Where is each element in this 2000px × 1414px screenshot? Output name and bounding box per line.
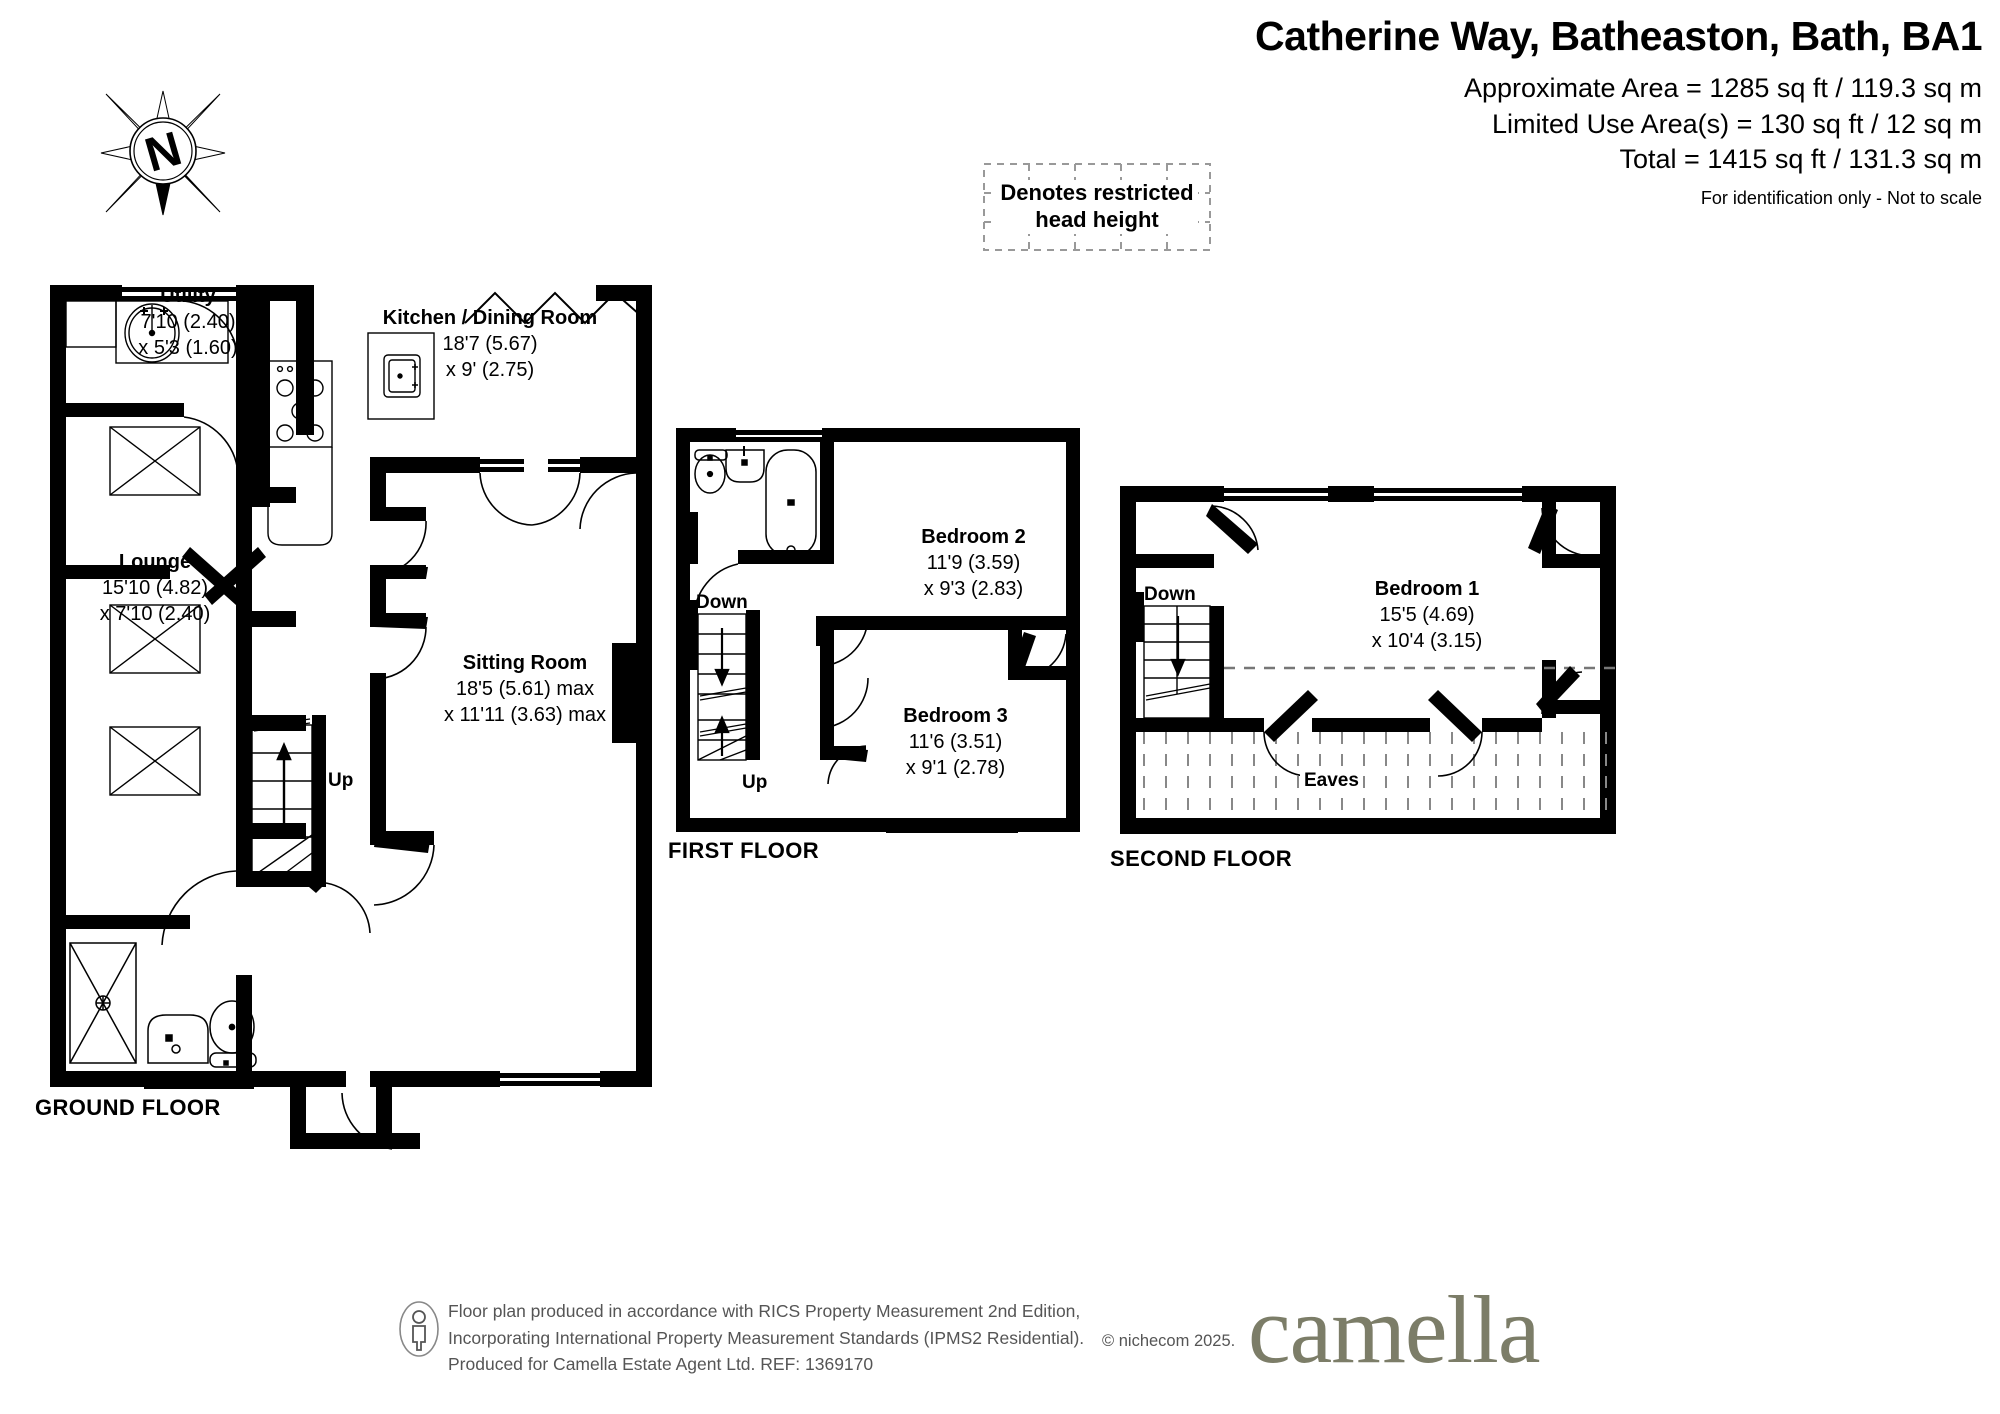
legend-line-2: head height xyxy=(1035,207,1159,232)
person-measure-icon xyxy=(399,1301,439,1357)
stair-tag-up-ground: Up xyxy=(328,770,354,791)
camella-logo: camella xyxy=(1248,1276,1540,1383)
lounge-dim-2: x 7'10 (2.40) xyxy=(99,603,211,625)
second-floor-plan: Bedroom 1 15'5 (4.69) x 10'4 (3.15) Eave… xyxy=(1110,478,1632,878)
bedroom-3-dim-1: 11'6 (3.51) xyxy=(908,731,1003,753)
approximate-area: Approximate Area = 1285 sq ft / 119.3 sq… xyxy=(1463,73,1982,104)
restricted-head-height-legend: Denotes restricted head height xyxy=(983,163,1211,251)
footer-block: Floor plan produced in accordance with R… xyxy=(0,1274,2000,1404)
room-label-sitting-room: Sitting Room 18'5 (5.61) max x 11'11 (3.… xyxy=(410,650,640,728)
bedroom-1-dim-2: x 10'4 (3.15) xyxy=(1371,630,1483,652)
lounge-dim-1: 15'10 (4.82) xyxy=(101,577,209,599)
scale-notice: For identification only - Not to scale xyxy=(1700,187,1982,208)
stair-tag-up-first: Up xyxy=(742,772,768,793)
north-compass-icon: N xyxy=(98,88,228,218)
sitting-room-name: Sitting Room xyxy=(462,652,588,674)
lounge-name: Lounge xyxy=(118,551,192,573)
disclaimer-line-3: Produced for Camella Estate Agent Ltd. R… xyxy=(448,1354,874,1375)
eaves-label: Eaves xyxy=(1300,770,1363,792)
disclaimer-text: Floor plan produced in accordance with R… xyxy=(448,1298,1084,1378)
legend-label: Denotes restricted head height xyxy=(996,180,1198,234)
page-title: Catherine Way, Batheaston, Bath, BA1 xyxy=(1255,13,1982,59)
kitchen-dining-dim-2: x 9' (2.75) xyxy=(445,359,535,381)
bedroom-2-name: Bedroom 2 xyxy=(921,526,1026,548)
open-wall-zigzag-icon xyxy=(464,291,641,325)
ground-floor-drawing xyxy=(50,285,652,1150)
room-label-utility: Utility 7'10 (2.40) x 5'3 (1.60) xyxy=(88,283,288,361)
floor-label-first: FIRST FLOOR xyxy=(668,838,820,863)
utility-dim-2: x 5'3 (1.60) xyxy=(138,337,238,359)
utility-name: Utility xyxy=(160,285,216,307)
sitting-room-dim-1: 18'5 (5.61) max xyxy=(455,678,595,700)
disclaimer-line-1: Floor plan produced in accordance with R… xyxy=(448,1301,1081,1321)
bedroom-1-name: Bedroom 1 xyxy=(1374,578,1480,600)
bedroom-3-dim-2: x 9'1 (2.78) xyxy=(905,757,1006,779)
legend-line-1: Denotes restricted xyxy=(1000,180,1194,206)
room-label-bedroom-1: Bedroom 1 15'5 (4.69) x 10'4 (3.15) xyxy=(1332,576,1522,654)
stair-tag-down-second: Down xyxy=(1144,584,1196,605)
limited-use-area: Limited Use Area(s) = 130 sq ft / 12 sq … xyxy=(1492,108,1982,139)
room-label-bedroom-2: Bedroom 2 11'9 (3.59) x 9'3 (2.83) xyxy=(886,524,1061,602)
kitchen-dining-name: Kitchen / Dining Room xyxy=(382,307,598,329)
floor-label-second: SECOND FLOOR xyxy=(1110,846,1293,871)
bedroom-1-dim-1: 15'5 (4.69) xyxy=(1379,604,1475,626)
sitting-room-dim-2: x 11'11 (3.63) max xyxy=(443,704,607,726)
first-floor-drawing xyxy=(676,428,1080,833)
total-area: Total = 1415 sq ft / 131.3 sq m xyxy=(1619,144,1982,175)
first-floor-plan: Bedroom 2 11'9 (3.59) x 9'3 (2.83) Bedro… xyxy=(668,420,1108,870)
area-summary: Approximate Area = 1285 sq ft / 119.3 sq… xyxy=(1255,71,1982,178)
utility-dim-1: 7'10 (2.40) xyxy=(140,311,236,333)
room-label-lounge: Lounge 15'10 (4.82) x 7'10 (2.40) xyxy=(65,549,245,627)
ground-floor-plan: Utility 7'10 (2.40) x 5'3 (1.60) Kitchen… xyxy=(35,275,840,1155)
header-block: Catherine Way, Batheaston, Bath, BA1 App… xyxy=(1255,13,1982,209)
bedroom-2-dim-2: x 9'3 (2.83) xyxy=(923,578,1024,600)
bedroom-3-name: Bedroom 3 xyxy=(903,705,1008,727)
room-label-kitchen-dining: Kitchen / Dining Room 18'7 (5.67) x 9' (… xyxy=(370,305,610,383)
kitchen-dining-dim-1: 18'7 (5.67) xyxy=(442,333,538,355)
bedroom-2-dim-1: 11'9 (3.59) xyxy=(926,552,1021,574)
room-label-bedroom-3: Bedroom 3 11'6 (3.51) x 9'1 (2.78) xyxy=(868,703,1043,781)
copyright-text: © nichecom 2025. xyxy=(1102,1332,1236,1350)
stair-tag-down-first: Down xyxy=(696,592,748,613)
second-floor-drawing xyxy=(1120,486,1616,834)
floor-label-ground: GROUND FLOOR xyxy=(35,1095,221,1120)
disclaimer-line-2: Incorporating International Property Mea… xyxy=(448,1327,1085,1348)
